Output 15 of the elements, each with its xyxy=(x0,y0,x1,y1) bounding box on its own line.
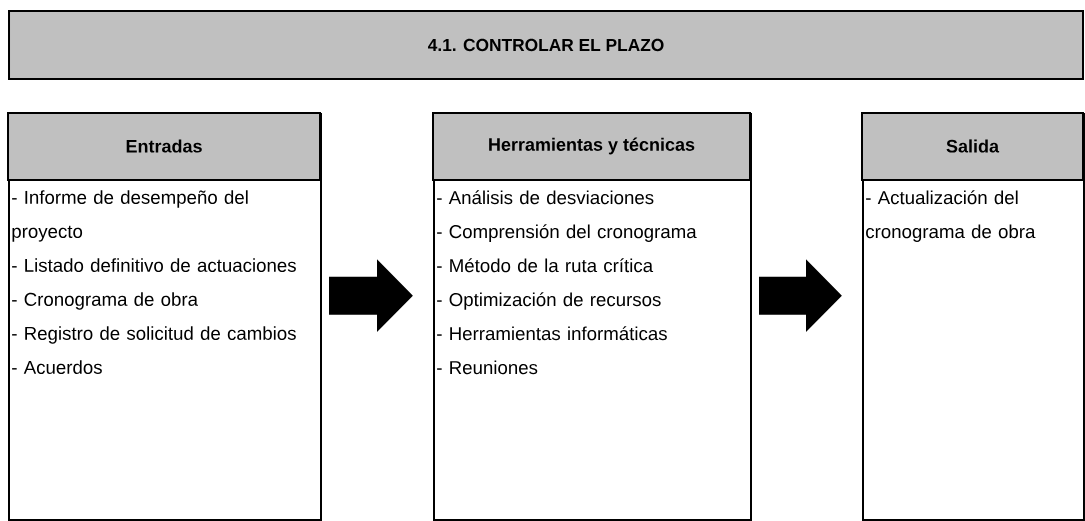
node-label: - Método de la ruta crítica xyxy=(437,258,654,273)
node-label: - Análisis de desviaciones xyxy=(437,190,654,205)
node-label: - Comprensión del cronograma xyxy=(437,224,697,242)
node-label: - Optimización de recursos xyxy=(437,292,661,310)
item-list: - Informe de desempeño del proyecto - Listado definitivo de actuaciones - Cronograma de obra - Registro de solicitud de cambios - Acuerdos xyxy=(12,190,296,374)
item-list: - Análisis de desviaciones - Comprensión del cronograma - Método de la ruta crítica - Optimización de recursos - Herramientas informáticas - Reuniones xyxy=(437,190,697,375)
node-label: - Acuerdos xyxy=(12,360,102,374)
node-label: - Herramientas informáticas xyxy=(437,326,667,341)
node-label: - Informe de desempeño del proyecto xyxy=(12,190,248,242)
item-list: - Actualización del cronograma de obra xyxy=(866,190,1036,242)
node-label: - Listado definitivo de actuaciones xyxy=(12,258,296,272)
title-band: 4.1. CONTROLAR EL PLAZO xyxy=(8,10,1084,80)
node-label: - Cronograma de obra xyxy=(12,292,198,310)
node-label: - Registro de solicitud de cambios xyxy=(12,326,296,344)
node-label: - Reuniones xyxy=(437,360,538,375)
